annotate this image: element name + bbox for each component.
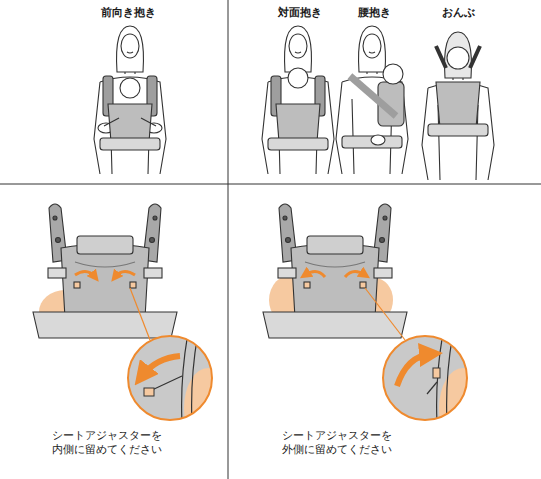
instruction-note: シートアジャスターを 内側に留めてください	[52, 428, 174, 456]
label-box: 前向き抱き	[101, 5, 156, 20]
mode-title: 対面抱き	[278, 5, 322, 20]
carrier-drawing	[263, 204, 407, 338]
divider	[228, 0, 229, 479]
mode-title: 腰抱き	[358, 5, 391, 20]
label-box: シートアジャスターを 外側に留めてください	[282, 428, 404, 456]
parent-figure	[422, 32, 494, 180]
parent-figure	[94, 26, 166, 174]
parent-figure	[336, 26, 408, 174]
label-box: シートアジャスターを 内側に留めてください	[52, 428, 174, 456]
divider	[0, 184, 541, 185]
instruction-note: シートアジャスターを 外側に留めてください	[282, 428, 404, 456]
carrier-drawing	[33, 204, 177, 338]
mode-title: 前向き抱き	[101, 5, 156, 20]
label-box: おんぶ	[442, 5, 475, 20]
detail-callout	[365, 288, 487, 448]
detail-callout	[128, 288, 232, 448]
mode-title: おんぶ	[442, 5, 475, 20]
label-box: 腰抱き	[358, 5, 391, 20]
parent-figure	[262, 26, 334, 174]
label-box: 対面抱き	[278, 5, 322, 20]
